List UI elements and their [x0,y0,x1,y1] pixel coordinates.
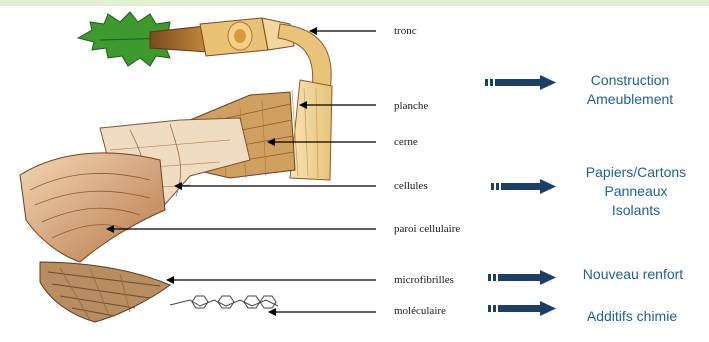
application-line: Nouveau renfort [562,265,704,284]
level-label-moleculaire: moléculaire [394,305,446,317]
application-line: Papiers/Cartons [568,163,704,182]
application-additifs: Additifs chimie [566,307,698,326]
molecule-chain-drawing [170,296,278,308]
application-papiers: Papiers/Cartons Panneaux Isolants [568,163,704,220]
application-line: Ameublement [563,90,697,109]
application-line: Isolants [568,201,704,220]
app-arrow-renfort [488,270,556,285]
level-label-paroi: paroi cellulaire [394,223,460,235]
application-line: Additifs chimie [566,307,698,326]
level-label-tronc: tronc [394,25,417,37]
application-line: Construction [563,71,697,90]
cell-wall-drawing [20,153,165,262]
level-label-microfibrilles: microfibrilles [394,274,454,286]
app-arrow-construction [485,75,556,90]
application-construction: Construction Ameublement [563,71,697,109]
level-label-planche: planche [394,100,428,112]
microfibrils-drawing [40,262,170,322]
level-label-cellules: cellules [394,180,428,192]
tree-trunk-drawing [78,12,294,66]
app-arrow-additifs [488,301,556,316]
level-label-cerne: cerne [394,136,418,148]
application-renfort: Nouveau renfort [562,265,704,284]
app-arrow-papiers [491,179,556,194]
application-line: Panneaux [568,182,704,201]
application-arrows [485,75,556,316]
